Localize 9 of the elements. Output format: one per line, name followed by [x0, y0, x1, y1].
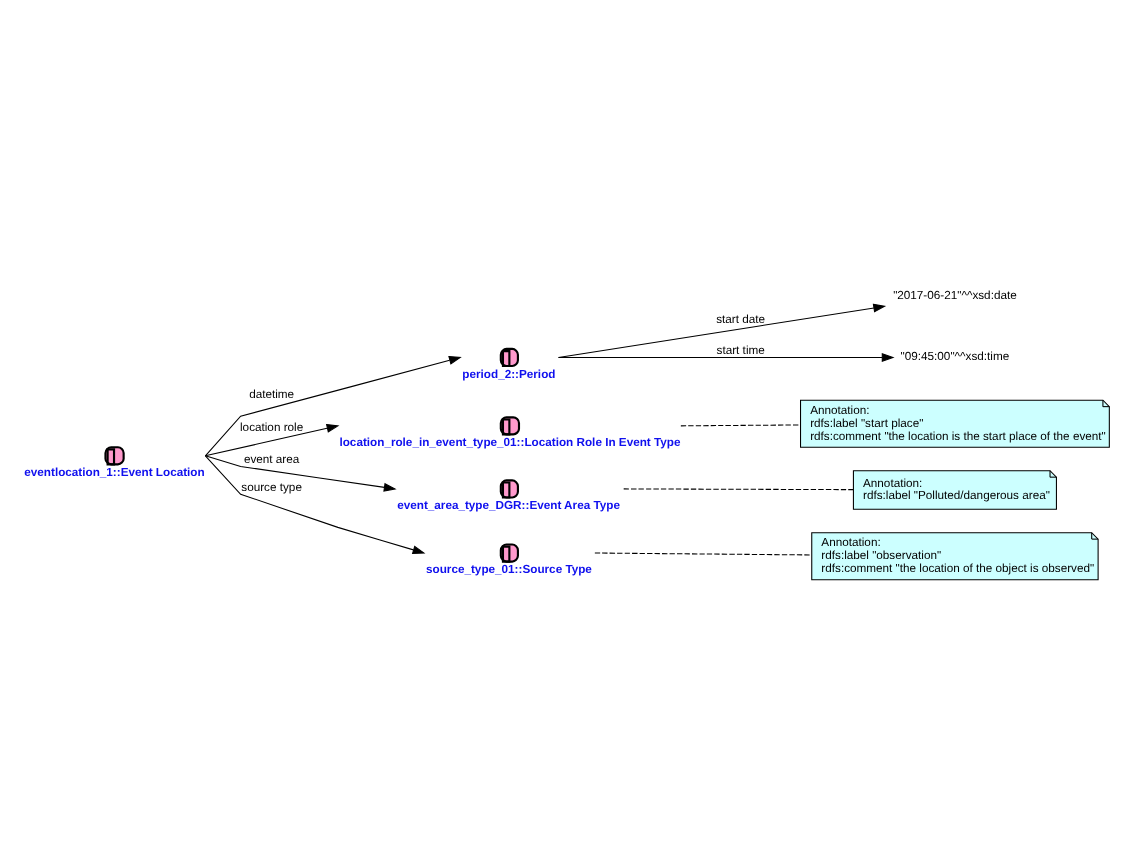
connector: [594, 552, 812, 556]
connector: [623, 488, 854, 491]
arrow: [558, 353, 895, 362]
arrow: [558, 303, 887, 358]
arrow: [204, 455, 397, 492]
connector: [680, 424, 801, 427]
arrow: [204, 356, 462, 457]
arrow: [204, 455, 426, 555]
arrow: [204, 423, 340, 457]
